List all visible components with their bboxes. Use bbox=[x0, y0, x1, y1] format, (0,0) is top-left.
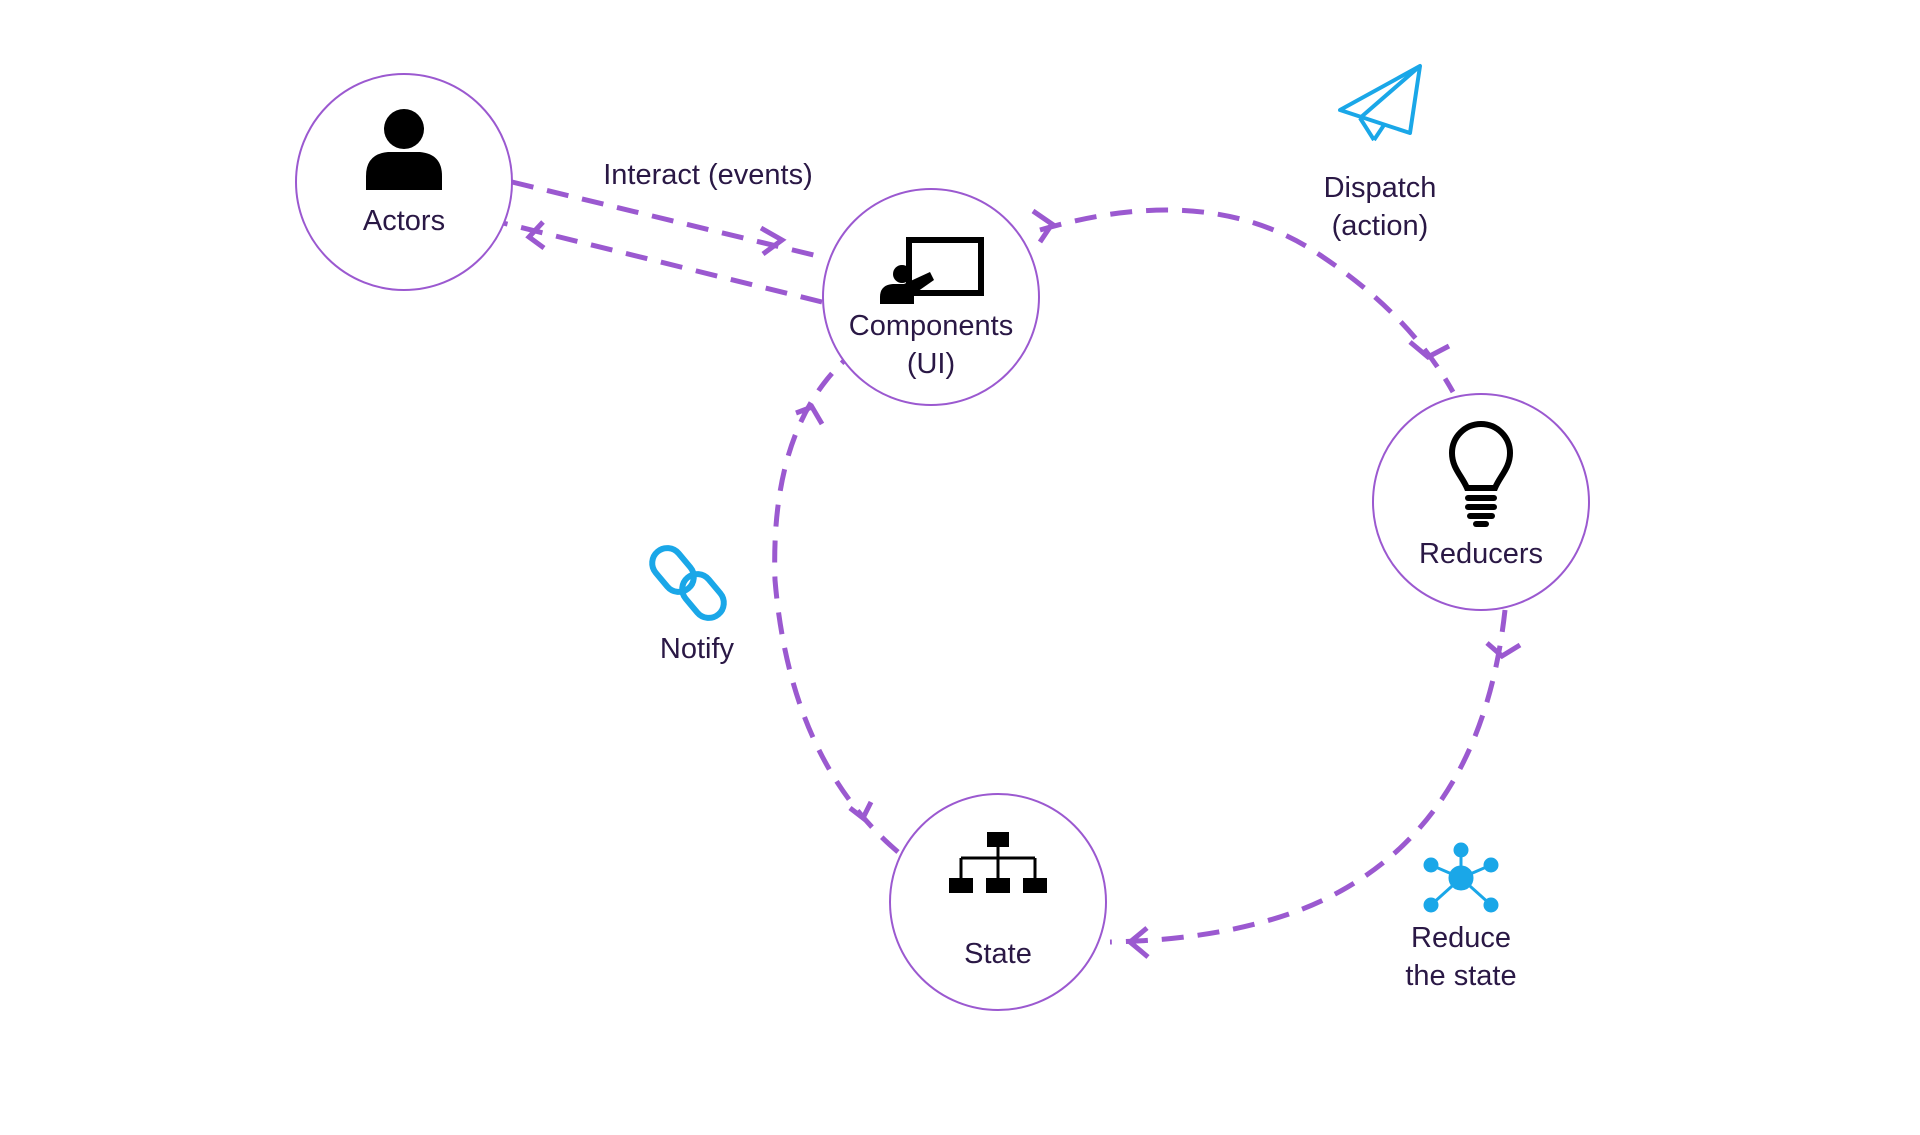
notify-start-arrowhead bbox=[848, 800, 874, 822]
hub-network-icon bbox=[1423, 842, 1499, 913]
notify-arrow-path bbox=[772, 358, 900, 854]
actors-label: Actors bbox=[363, 205, 445, 237]
state-node: State bbox=[889, 793, 1107, 1011]
components-label-line1: Components bbox=[849, 310, 1013, 342]
notify-arrowhead bbox=[795, 403, 825, 426]
components-circle bbox=[822, 188, 1040, 406]
person-icon bbox=[366, 109, 442, 190]
reducers-node: Reducers bbox=[1372, 393, 1590, 611]
reduce-label-line2: the state bbox=[1405, 960, 1516, 992]
components-node: Components (UI) bbox=[822, 188, 1040, 406]
reducers-circle bbox=[1372, 393, 1590, 611]
interact-arrow-line bbox=[511, 179, 827, 261]
reducers-label: Reducers bbox=[1419, 538, 1543, 570]
actors-node: Actors bbox=[295, 73, 513, 291]
notify-label: Notify bbox=[660, 633, 735, 665]
dispatch-start-arrowhead bbox=[1031, 208, 1056, 244]
dispatch-arrowhead bbox=[1408, 340, 1451, 360]
dispatch-label-line2: (action) bbox=[1332, 210, 1429, 242]
interact-return-arrowhead bbox=[525, 220, 546, 251]
state-circle bbox=[889, 793, 1107, 1011]
presenter-board-icon bbox=[880, 237, 984, 304]
state-label: State bbox=[964, 938, 1032, 970]
interact-return-line bbox=[502, 220, 823, 305]
dispatch-arrow-path bbox=[1039, 207, 1456, 394]
reduce-arrowhead bbox=[1126, 926, 1150, 959]
chain-link-icon bbox=[649, 545, 727, 621]
interact-arrowhead bbox=[759, 225, 787, 257]
reduce-arrow-path bbox=[1109, 609, 1508, 945]
reduce-label-line1: Reduce bbox=[1411, 922, 1511, 954]
dispatch-label-line1: Dispatch bbox=[1324, 172, 1437, 204]
connectors bbox=[502, 179, 1522, 959]
paper-plane-icon bbox=[1338, 64, 1422, 142]
hierarchy-icon bbox=[949, 832, 1047, 893]
components-label-line2: (UI) bbox=[907, 348, 955, 380]
interact-label: Interact (events) bbox=[603, 159, 813, 191]
reduce-start-arrowhead bbox=[1485, 641, 1522, 660]
lightbulb-icon bbox=[1448, 421, 1514, 527]
